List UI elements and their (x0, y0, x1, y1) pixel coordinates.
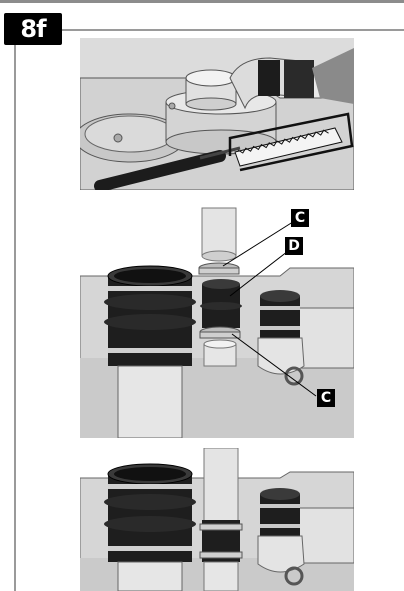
side-rule (14, 45, 16, 591)
top-rule (0, 0, 404, 3)
callout-c-bottom: C (317, 389, 335, 407)
illustration-saw-cutting (80, 38, 354, 190)
header-rule (62, 29, 404, 31)
illustration-exploded-coupling (80, 198, 354, 438)
callout-c-top: C (291, 209, 309, 227)
callout-d: D (285, 237, 303, 255)
illustration-assembled-coupling (80, 448, 354, 591)
step-badge: 8f (4, 13, 62, 45)
